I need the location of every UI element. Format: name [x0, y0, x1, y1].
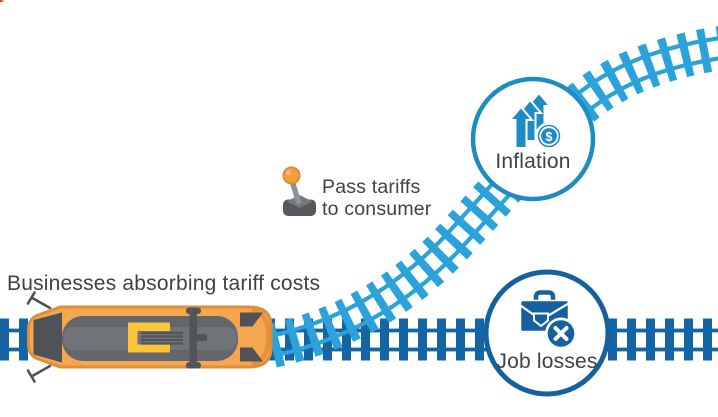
train-windshield — [33, 312, 62, 363]
inflation-node: $ — [470, 76, 596, 202]
job-losses-label: Job losses — [496, 350, 598, 373]
train-grill — [141, 331, 183, 345]
branch-track-rail-bottom — [273, 56, 718, 358]
lever-label-line2: to consumer — [322, 198, 432, 220]
lever-ball-highlight — [285, 169, 292, 176]
corner-artifact — [0, 0, 4, 2]
train-pantograph — [186, 307, 207, 369]
x-glyph — [553, 326, 569, 341]
lever-ball — [282, 166, 301, 185]
job-losses-node — [483, 269, 611, 397]
train-label: Businesses absorbing tariff costs — [7, 272, 321, 295]
briefcase-clasp — [533, 312, 549, 328]
train-rear-window-bottom — [240, 347, 263, 362]
arrow-1 — [507, 105, 535, 149]
dollar-sign: $ — [546, 130, 553, 144]
main-track-rail-bottom — [0, 347, 718, 352]
lever-label: Pass tariffs to consumer — [322, 176, 432, 220]
main-track-rail-top — [0, 328, 718, 333]
coin-ring — [539, 126, 559, 146]
train-wipers — [26, 291, 52, 383]
rising-arrows-dollar-icon: $ — [507, 91, 563, 150]
briefcase-x-icon — [519, 290, 577, 350]
joystick-lever-icon — [282, 166, 316, 216]
train-rear-window-top — [240, 312, 263, 327]
inflation-label: Inflation — [495, 150, 571, 173]
lever-label-line1: Pass tariffs — [322, 176, 421, 198]
train-vent — [128, 322, 170, 353]
train — [26, 291, 273, 383]
